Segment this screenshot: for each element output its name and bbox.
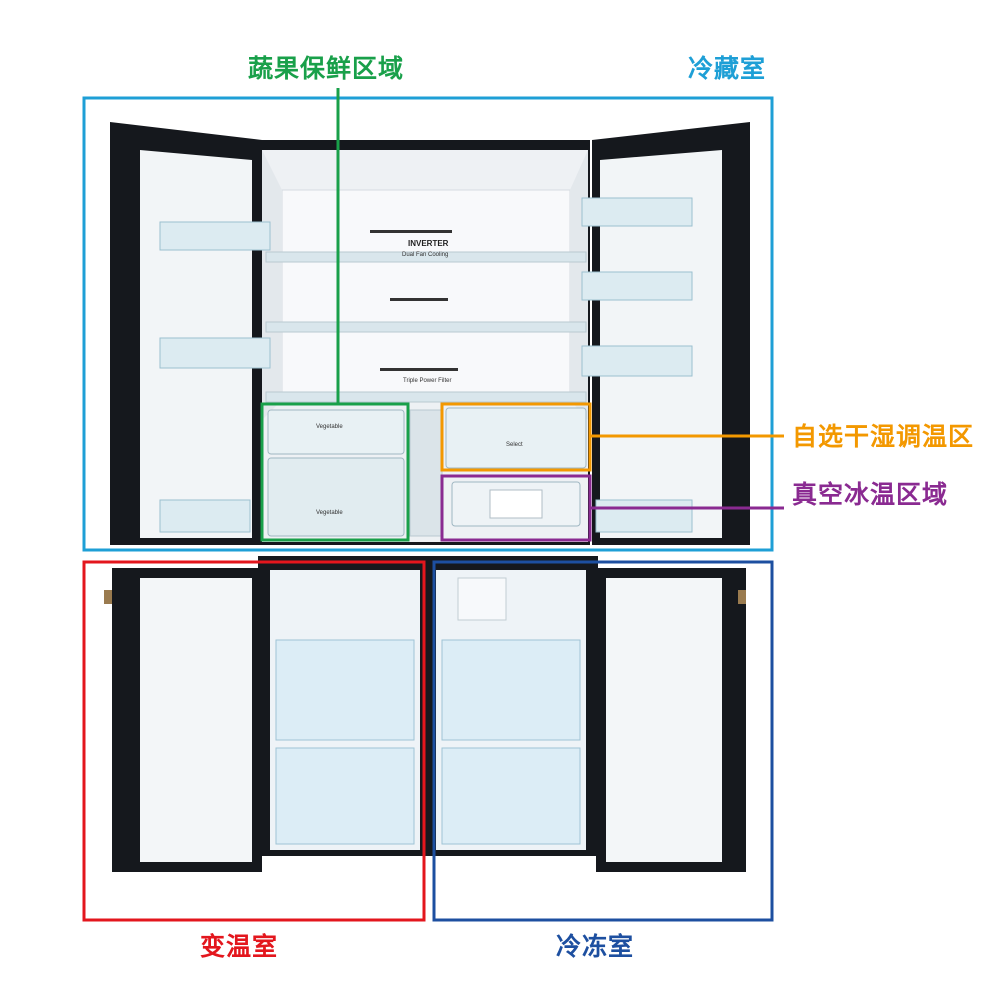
inverter-badge: INVERTER [408, 239, 449, 248]
freezer-basket [441, 639, 581, 741]
door-bin [581, 271, 693, 301]
vegetable-drawer-label: Vegetable [316, 510, 343, 516]
fridge-zone-box [82, 96, 774, 552]
variable-zone-label: 变温室 [200, 932, 279, 961]
door-bin [581, 197, 693, 227]
vegetable-zone-label: 蔬果保鲜区域 [248, 54, 405, 83]
freezer-door-liner [606, 578, 722, 862]
freezer-basket [441, 747, 581, 845]
door-bin [595, 499, 693, 533]
freezer-basket [275, 747, 415, 845]
vacuum-zone-label: 真空冰温区域 [792, 480, 949, 509]
air-vent [380, 368, 458, 371]
glass-shelf [265, 391, 587, 403]
door-bin [159, 499, 251, 533]
variable-door-liner [140, 578, 252, 862]
variable-zone-box [82, 560, 426, 922]
middle-compartment [409, 409, 443, 537]
glass-shelf [265, 251, 587, 263]
filter-text: Triple Power Filter [403, 378, 451, 384]
air-vent [390, 298, 448, 301]
vegetable-drawer-upper [267, 409, 405, 455]
ice-maker [457, 577, 507, 621]
fridge-zone-label: 冷藏室 [688, 54, 767, 83]
vegetable-drawer-lower [267, 457, 405, 537]
select-drawer [445, 407, 587, 469]
air-vent [370, 230, 452, 233]
vacuum-drawer-lid [489, 489, 543, 519]
door-bin [159, 337, 271, 369]
door-bin [581, 345, 693, 377]
fridge-back-wall [281, 189, 571, 401]
interior-left-wall [262, 150, 282, 420]
fridge-door-right-liner [600, 150, 722, 538]
door-bin [159, 221, 271, 251]
door-handle [104, 590, 112, 604]
select-drawer-label: Select [506, 442, 523, 448]
fan-text: Dual Fan Cooling [402, 252, 448, 258]
glass-shelf [265, 321, 587, 333]
select-zone-label: 自选干湿调温区 [792, 422, 975, 451]
freezer-basket [275, 639, 415, 741]
vegetable-drawer-label: Vegetable [316, 424, 343, 430]
door-handle [738, 590, 746, 604]
freezer-zone-label: 冷冻室 [556, 932, 635, 961]
vegetable-zone-box [260, 402, 410, 542]
freezer-zone-box [432, 560, 774, 922]
